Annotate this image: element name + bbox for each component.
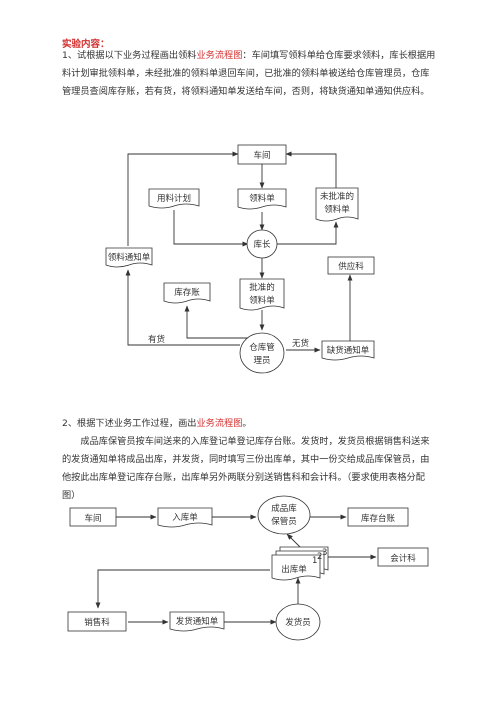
edge-chukudan-xiaoshou xyxy=(95,569,270,609)
node-pizhun-label-1: 批准的 xyxy=(249,282,275,293)
node2-baoguan: 成品库 保管员 xyxy=(257,495,311,535)
chukudan-num-3: 3 xyxy=(322,548,327,558)
node2-chukudan-stack: 3 2 1 出库单 xyxy=(271,546,329,581)
edge-tongzhi-chejian xyxy=(127,151,239,246)
node-gongying-label: 供应科 xyxy=(338,261,364,272)
chukudan-num-1: 1 xyxy=(312,556,317,566)
question-1-rest: ：车间填写领料单给仓库要求领料，库长根据用料计划审批领料单，未经批准的领料单退回… xyxy=(62,50,436,97)
node-chejian-label: 车间 xyxy=(253,150,270,161)
node2-xiaoshou: 销售科 xyxy=(67,611,127,632)
node-pizhun-label-2: 领料单 xyxy=(249,295,275,306)
node2-baoguan-label-2: 保管员 xyxy=(271,516,297,527)
node2-kuaiji: 会计科 xyxy=(377,547,429,567)
question-1-highlight: 业务流程图 xyxy=(196,50,243,61)
question-1-prefix: 1、试根据以下业务过程画出领料 xyxy=(62,50,197,61)
node-lingliao-tongzhi: 领料通知单 xyxy=(105,247,153,268)
node2-chejian: 车间 xyxy=(69,507,117,527)
chukudan-copy-1 xyxy=(271,554,321,581)
question-2-paragraph: 成品库保管员按车间送来的入库登记单登记库存台账。发货时，发货员根据销售科送来的发… xyxy=(62,436,430,501)
node-pizhun: 批准的 领料单 xyxy=(239,278,285,311)
node-yongliao-label: 用料计划 xyxy=(157,193,191,204)
question-2-title: 2、根据下述业务工作过程，画出业务流程图。 xyxy=(62,415,437,433)
node-kuzhang: 库长 xyxy=(246,229,278,259)
node2-fahuoyuan: 发货员 xyxy=(275,603,321,641)
node2-xiaoshou-label: 销售科 xyxy=(84,617,110,628)
node2-chukudan-label: 出库单 xyxy=(281,564,307,575)
node2-rukudan: 入库单 xyxy=(157,507,213,528)
node-chejian: 车间 xyxy=(237,144,287,165)
node-quehuo-label: 缺货通知单 xyxy=(327,345,370,356)
edge-weipizhun-chejian xyxy=(285,151,337,188)
node-yongliao-jihua: 用料计划 xyxy=(148,188,200,209)
edge-kuzhang-weipizhun xyxy=(277,221,339,245)
question-2-highlight: 业务流程图 xyxy=(196,418,243,429)
node-kucunzhang-label: 库存账 xyxy=(174,287,200,298)
node-gongying: 供应科 xyxy=(327,256,375,275)
question-2-suffix: 。 xyxy=(242,418,252,429)
question-1-text: 1、试根据以下业务过程画出领料业务流程图：车间填写领料单给仓库要求领料，库长根据… xyxy=(62,47,437,101)
node2-rukudan-label: 入库单 xyxy=(172,512,198,523)
edge-guanliyuan-tongzhi xyxy=(125,269,240,346)
node-weipizhun-label-2: 领料单 xyxy=(324,204,350,215)
section-heading: 实验内容： xyxy=(62,39,110,50)
label-youhuo: 有货 xyxy=(148,334,166,345)
node2-tongzhi-label: 发货通知单 xyxy=(176,616,219,627)
node2-kuaiji-label: 会计科 xyxy=(390,553,416,564)
node2-taizhang-label: 库存台账 xyxy=(361,513,396,524)
node2-fahuoyuan-label: 发货员 xyxy=(285,617,311,628)
node-quehuo: 缺货通知单 xyxy=(321,340,375,361)
node2-fahuo-tongzhi: 发货通知单 xyxy=(169,611,225,632)
node-kucunzhang: 库存账 xyxy=(163,282,211,304)
edge-yongliao-kuzhang xyxy=(173,210,249,247)
edge-chukudan-baoguan xyxy=(286,533,301,548)
node-weipizhun: 未批准的 领料单 xyxy=(315,187,359,222)
diagram-2-connectors xyxy=(95,514,377,625)
node-lingliaodan: 领料单 xyxy=(237,188,287,210)
edge-guanliyuan-kucunzhang xyxy=(184,305,248,339)
node-lingliaodan-label: 领料单 xyxy=(249,193,275,204)
node-guanliyuan-label-2: 理员 xyxy=(253,356,270,366)
node-weipizhun-label-1: 未批准的 xyxy=(320,191,354,202)
chukudan-num-2: 2 xyxy=(317,552,322,562)
node2-taizhang: 库存台账 xyxy=(347,507,409,527)
node-kuzhang-label: 库长 xyxy=(253,239,271,250)
node-guanliyuan-label-1: 仓库管 xyxy=(249,342,275,353)
label-wuhuo: 无货 xyxy=(292,338,310,349)
diagram-1-connectors xyxy=(125,151,353,353)
node2-chejian-label: 车间 xyxy=(84,513,101,524)
question-2-prefix: 2、根据下述业务工作过程，画出 xyxy=(62,418,197,429)
node2-baoguan-label-1: 成品库 xyxy=(271,503,297,514)
node-guanliyuan: 仓库管 理员 xyxy=(239,332,285,374)
node-tongzhi-label: 领料通知单 xyxy=(108,252,151,263)
